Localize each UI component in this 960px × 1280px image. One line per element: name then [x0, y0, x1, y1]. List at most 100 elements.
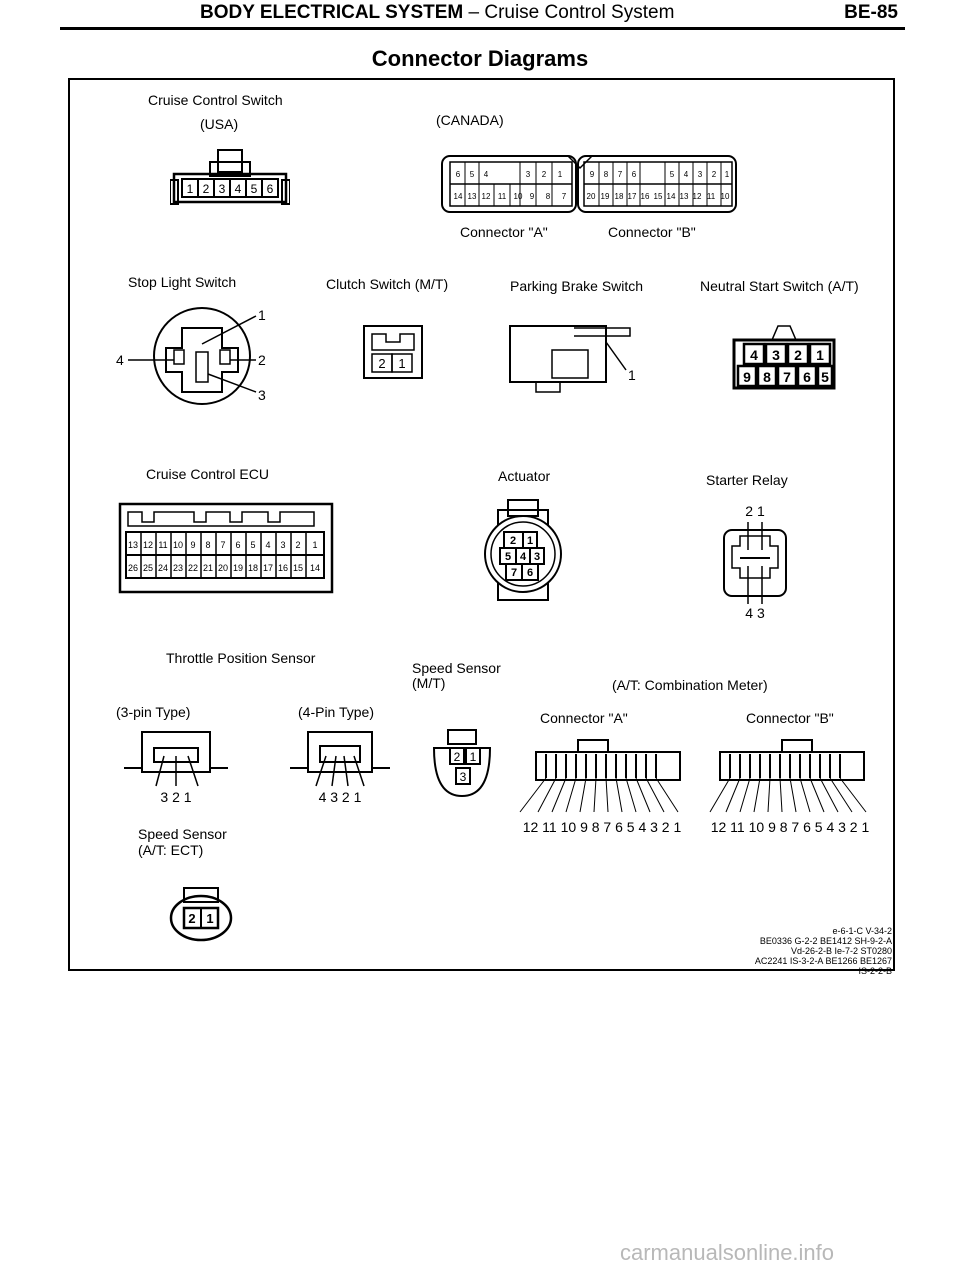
svg-text:12: 12: [482, 192, 491, 201]
svg-text:6: 6: [803, 369, 811, 385]
usa-pin: 5: [251, 182, 258, 196]
page-title: Connector Diagrams: [371, 46, 589, 71]
combination-connector-a: 12 11 10 9 8 7 6 5 4 3 2 1: [519, 739, 682, 835]
parking-brake-connector: 1: [509, 325, 636, 393]
speed-sensor-ect-connector: 2 1: [169, 887, 233, 942]
header-topic: Cruise Control System: [484, 2, 675, 23]
combination-connector-b-label: Connector "B": [746, 710, 834, 726]
neutral-start-connector: 4 3 2 1 9 8 7 6 5: [732, 325, 836, 390]
svg-text:13: 13: [468, 192, 477, 201]
svg-text:1: 1: [816, 347, 824, 363]
tps-three-pin-label: (3-pin Type): [116, 704, 191, 720]
svg-text:4: 4: [684, 170, 689, 179]
starter-relay-bottom-pins: 4 3: [745, 605, 765, 620]
svg-text:5: 5: [470, 170, 475, 179]
svg-text:8: 8: [546, 192, 551, 201]
speed-sensor-mt-connector: 2 1 3: [432, 729, 492, 798]
svg-text:18: 18: [615, 192, 624, 201]
svg-text:25: 25: [143, 563, 153, 573]
svg-text:4: 4: [520, 551, 527, 563]
tps-three-pins: 3 2 1: [160, 789, 191, 805]
cruise-switch-usa-connector: 1 2 3 4 5 6: [170, 149, 290, 205]
svg-text:19: 19: [601, 192, 610, 201]
header-rule: [60, 27, 905, 30]
ecu-label: Cruise Control ECU: [146, 466, 269, 482]
svg-text:2: 2: [510, 535, 516, 547]
svg-text:6: 6: [632, 170, 637, 179]
speed-ect-label: Speed Sensor: [138, 826, 227, 842]
starter-relay-connector: 2 1 4 3: [723, 503, 787, 620]
svg-text:5: 5: [250, 540, 255, 550]
page-number: BE-85: [844, 2, 898, 23]
cruise-switch-canada-connector: 6 5 4 3 2 1 14 13 12 11 10 9 8 7 9 8 7 6…: [441, 155, 737, 213]
tps-three-pin-connector: 3 2 1: [124, 731, 228, 805]
stop-light-pin: 4: [116, 352, 124, 368]
svg-text:13: 13: [680, 192, 689, 201]
speed-ect-sub: (A/T: ECT): [138, 842, 204, 858]
combination-a-pins: 12 11 10 9 8 7 6 5 4 3 2 1: [523, 819, 682, 835]
svg-text:4: 4: [750, 347, 758, 363]
svg-text:14: 14: [667, 192, 676, 201]
svg-text:4: 4: [265, 540, 270, 550]
stop-light-pin: 2: [258, 352, 266, 368]
svg-text:7: 7: [220, 540, 225, 550]
diagram-frame: [68, 78, 895, 971]
clutch-connector: 2 1: [363, 325, 423, 379]
tps-four-pin-label: (4-Pin Type): [298, 704, 374, 720]
svg-text:5: 5: [821, 369, 829, 385]
svg-text:11: 11: [158, 540, 167, 550]
usa-pin: 3: [219, 182, 226, 196]
svg-text:20: 20: [587, 192, 596, 201]
tps-four-pin-connector: 4 3 2 1: [290, 731, 390, 805]
svg-text:2: 2: [188, 911, 195, 926]
svg-text:11: 11: [498, 192, 507, 201]
usa-pin: 4: [235, 182, 242, 196]
clutch-label: Clutch Switch (M/T): [326, 276, 449, 292]
svg-text:5: 5: [670, 170, 675, 179]
svg-text:7: 7: [511, 567, 517, 579]
svg-text:6: 6: [456, 170, 461, 179]
svg-text:7: 7: [783, 369, 791, 385]
svg-text:10: 10: [721, 192, 730, 201]
stop-light-connector: 1 2 3 4: [116, 307, 266, 405]
reference-codes: e-6-1-C V-34-2 BE0336 G-2-2 BE1412 SH-9-…: [754, 926, 892, 976]
actuator-connector: 2 1 5 4 3 7 6: [484, 499, 562, 601]
combination-connector-b: 12 11 10 9 8 7 6 5 4 3 2 1: [709, 739, 869, 835]
svg-text:9: 9: [743, 369, 751, 385]
svg-text:16: 16: [278, 563, 288, 573]
svg-text:1: 1: [312, 540, 317, 550]
svg-text:3: 3: [280, 540, 285, 550]
svg-text:16: 16: [641, 192, 650, 201]
svg-text:2: 2: [712, 170, 717, 179]
header-dash: –: [463, 2, 485, 23]
clutch-pin: 1: [398, 356, 405, 371]
svg-text:10: 10: [514, 192, 523, 201]
starter-relay-top-pins: 2 1: [745, 503, 765, 519]
usa-pin: 6: [267, 182, 274, 196]
svg-text:8: 8: [604, 170, 609, 179]
cruise-switch-label: Cruise Control Switch: [148, 92, 283, 108]
canada-connector-a-label: Connector "A": [460, 224, 548, 240]
svg-text:1: 1: [527, 535, 533, 547]
neutral-start-label: Neutral Start Switch (A/T): [700, 278, 859, 294]
svg-text:20: 20: [218, 563, 228, 573]
svg-text:1: 1: [558, 170, 563, 179]
starter-relay-label: Starter Relay: [706, 472, 788, 488]
svg-text:22: 22: [188, 563, 198, 573]
parking-brake-label: Parking Brake Switch: [510, 278, 644, 294]
svg-text:3: 3: [698, 170, 703, 179]
svg-text:2: 2: [794, 347, 802, 363]
svg-text:7: 7: [562, 192, 567, 201]
svg-text:19: 19: [233, 563, 243, 573]
svg-text:26: 26: [128, 563, 138, 573]
svg-text:8: 8: [763, 369, 771, 385]
combination-meter-label: (A/T: Combination Meter): [612, 677, 768, 693]
combination-connector-a-label: Connector "A": [540, 710, 628, 726]
usa-pin-cells: [181, 178, 279, 198]
svg-text:13: 13: [128, 540, 138, 550]
page-header: BODY ELECTRICAL SYSTEM – Cruise Control …: [200, 2, 674, 24]
svg-text:2: 2: [542, 170, 547, 179]
svg-text:23: 23: [173, 563, 183, 573]
svg-text:1: 1: [725, 170, 730, 179]
